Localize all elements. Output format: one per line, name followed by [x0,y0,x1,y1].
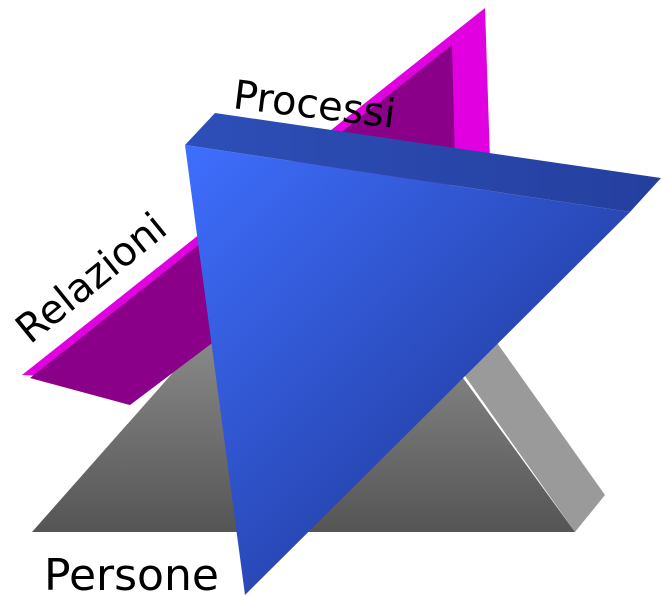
processes-triangle [185,113,661,595]
label-people: Persone [44,550,219,595]
processes-triangle-top [185,113,661,212]
processes-triangle-face [185,145,630,595]
